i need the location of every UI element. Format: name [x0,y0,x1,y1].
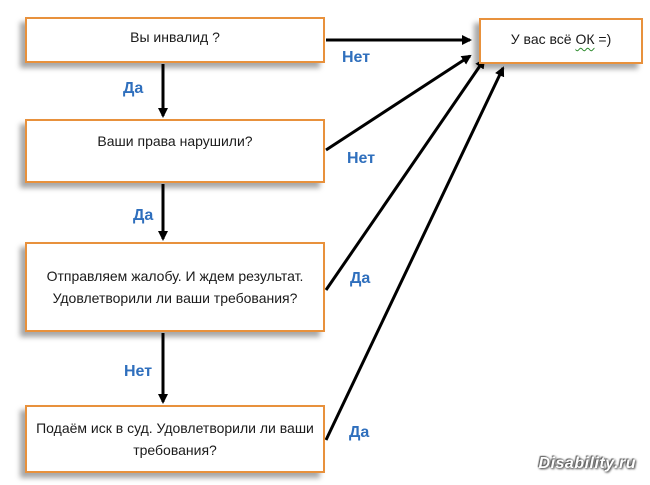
node-all-ok-text-wavy: ОК [575,31,595,47]
edge-label-lawsuit-yes: Да [349,424,370,441]
node-all-ok: У вас всё ОК =) [479,18,643,64]
node-file-lawsuit-text: Подаём иск в суд. Удовлетворили ли ваши … [36,420,314,458]
arrow-complaint-to-ok [324,58,486,291]
node-send-complaint: Отправляем жалобу. И ждем результат. Удо… [25,242,325,332]
node-all-ok-text: У вас всё ОК =) [511,28,611,50]
edge-label-rights-yes: Да [133,207,154,224]
node-file-lawsuit: Подаём иск в суд. Удовлетворили ли ваши … [25,405,325,473]
node-rights-violated-text: Ваши права нарушили? [97,133,253,149]
edge-label-invalid-no: Нет [342,49,371,66]
edge-label-complaint-no: Нет [124,363,153,380]
watermark-logo: Disability.ru [538,455,636,472]
arrow-lawsuit-to-ok [324,66,505,441]
node-all-ok-text-main: У вас всё [510,31,576,47]
arrow-rights-to-ok [325,54,472,152]
node-are-you-disabled-text: Вы инвалид ? [130,29,220,45]
node-send-complaint-text: Отправляем жалобу. И ждем результат. Удо… [46,268,304,306]
edge-label-complaint-yes: Да [350,270,371,287]
edge-label-rights-no: Нет [347,150,376,167]
edge-label-invalid-yes: Да [123,80,144,97]
node-are-you-disabled: Вы инвалид ? [25,17,325,63]
node-all-ok-text-tail: =) [594,31,612,47]
node-rights-violated: Ваши права нарушили? [25,119,325,183]
